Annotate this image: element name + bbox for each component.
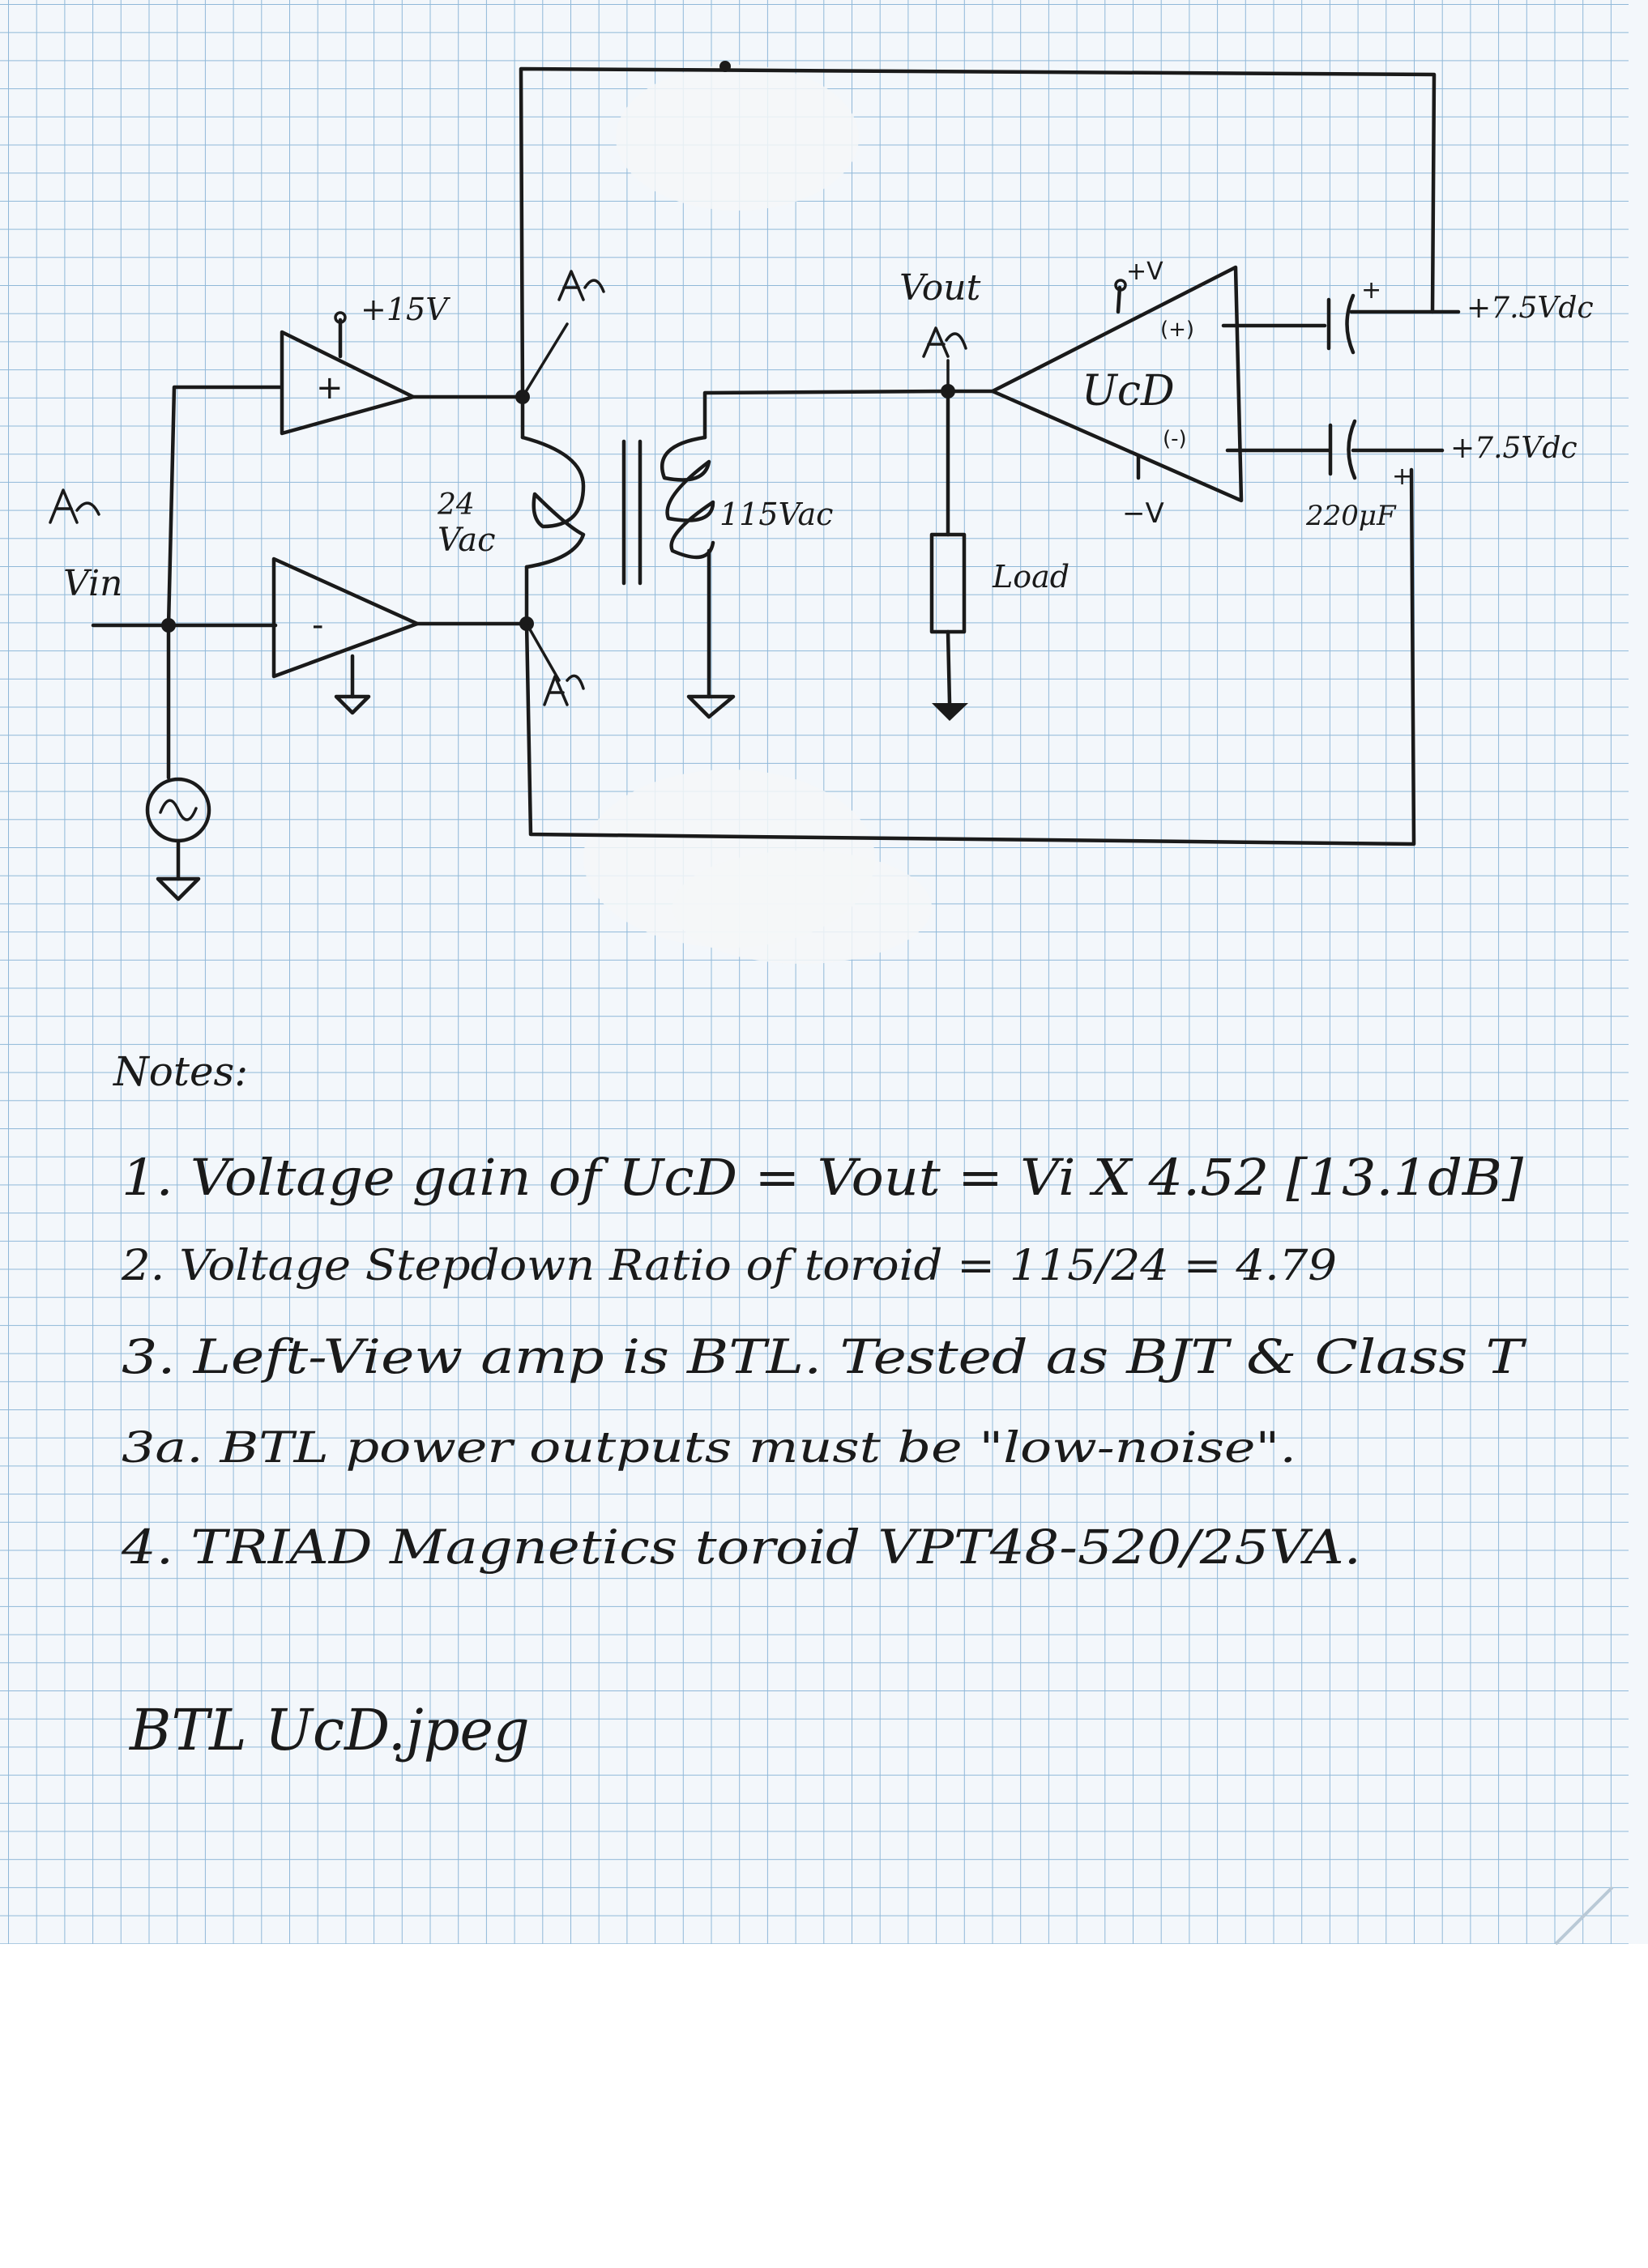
- note-4: 4. TRIAD Magnetics toroid VPT48-520/25VA…: [121, 1520, 1361, 1575]
- ground-icon: [932, 703, 968, 721]
- ground-icon: [334, 694, 371, 715]
- sine-wave-icon: [159, 799, 198, 821]
- correction-fluid-patch: [672, 850, 932, 964]
- vin-label: Vin: [63, 563, 122, 604]
- v-out-label: Vout: [899, 267, 981, 309]
- top-cap-plus-sign: +: [1361, 276, 1381, 305]
- output-section: Vout Load: [899, 267, 1069, 721]
- ucd-plus-v-wire: [1116, 285, 1122, 314]
- v-ac-115-label: 115Vac: [719, 497, 833, 532]
- plus-v-label: +V: [1126, 258, 1163, 286]
- supply-terminal: [334, 311, 347, 324]
- supply-top-label: +7.5Vdc: [1467, 292, 1594, 325]
- top-wire-node: [719, 61, 731, 72]
- bottom-capacitor: + +7.5Vdc 220μF: [1305, 419, 1578, 532]
- minus-v-label: −V: [1122, 497, 1164, 530]
- upper-opamp-triangle-icon: [280, 330, 416, 436]
- upper-opamp: + +15V: [280, 270, 605, 436]
- upper-probe-line: [521, 322, 569, 399]
- capacitor-plate-icon: [1345, 293, 1356, 355]
- v-ac-24-unit: Vac: [438, 522, 495, 559]
- note-2: 2. Voltage Stepdown Ratio of toroid = 11…: [121, 1242, 1337, 1290]
- upper-opamp-plus-sign: +: [316, 369, 344, 407]
- top-feedback-wire: [519, 66, 1437, 399]
- ucd-amplifier: UcD (+) (-) +V −V: [990, 258, 1331, 530]
- toroid-transformer: 24 Vac 115Vac: [437, 389, 950, 719]
- supply-terminal: [1114, 279, 1127, 292]
- load-ground-wire: [946, 629, 952, 706]
- note-1: 1. Voltage gain of UcD = Vout = Vi X 4.5…: [122, 1148, 1524, 1207]
- ammeter-probe-icon: [543, 674, 585, 706]
- filename-label: BTL UcD.jpeg: [128, 1697, 530, 1763]
- lower-opamp: -: [271, 556, 585, 715]
- load-label: Load: [992, 559, 1069, 595]
- notes-heading: Notes:: [113, 1048, 248, 1095]
- secondary-winding-icon: [660, 435, 715, 560]
- ammeter-probe-icon: [922, 326, 967, 358]
- input-section: Vin: [49, 385, 282, 902]
- capacitor-plate-icon: [1347, 419, 1357, 480]
- primary-winding-connect: [520, 394, 529, 626]
- vin-up-wire: [166, 385, 282, 628]
- plus-15v-label: +15V: [361, 292, 450, 327]
- lower-probe-line: [525, 622, 561, 682]
- ammeter-probe-icon: [557, 270, 605, 301]
- note-3: 3. Left-View amp is BTL. Tested as BJT &…: [122, 1329, 1527, 1384]
- top-capacitor: + +7.5Vdc: [1326, 276, 1594, 355]
- schematic: Vin + +15V -: [49, 61, 1594, 902]
- ucd-label: UcD: [1082, 367, 1175, 416]
- notes: Notes: 1. Voltage gain of UcD = Vout = V…: [113, 1048, 1527, 1763]
- primary-winding-icon: [520, 435, 586, 569]
- lower-opamp-minus-sign: -: [312, 607, 323, 644]
- ground-icon: [686, 694, 736, 719]
- ammeter-probe-icon: [49, 488, 100, 524]
- ucd-plus-input-label: (+): [1160, 318, 1194, 342]
- v-ac-24-number: 24: [437, 488, 475, 522]
- page-fold-mark: [1554, 1886, 1614, 1946]
- cap-value-label: 220μF: [1305, 500, 1397, 532]
- note-3a: 3a. BTL power outputs must be "low-noise…: [122, 1424, 1296, 1473]
- ground-icon: [156, 876, 201, 902]
- ucd-triangle-icon: [990, 265, 1244, 503]
- bottom-feedback-wire: [524, 467, 1416, 846]
- ucd-minus-input-label: (-): [1163, 427, 1187, 451]
- lower-opamp-triangle-icon: [271, 556, 420, 679]
- graph-paper-grid: [0, 0, 1629, 1944]
- correction-fluid-patch: [616, 65, 859, 211]
- supply-bottom-label: +7.5Vdc: [1450, 432, 1578, 465]
- paper-lower-margin: [0, 1944, 1648, 2268]
- secondary-top-wire: [702, 389, 950, 440]
- bottom-cap-plus-sign: +: [1392, 463, 1412, 491]
